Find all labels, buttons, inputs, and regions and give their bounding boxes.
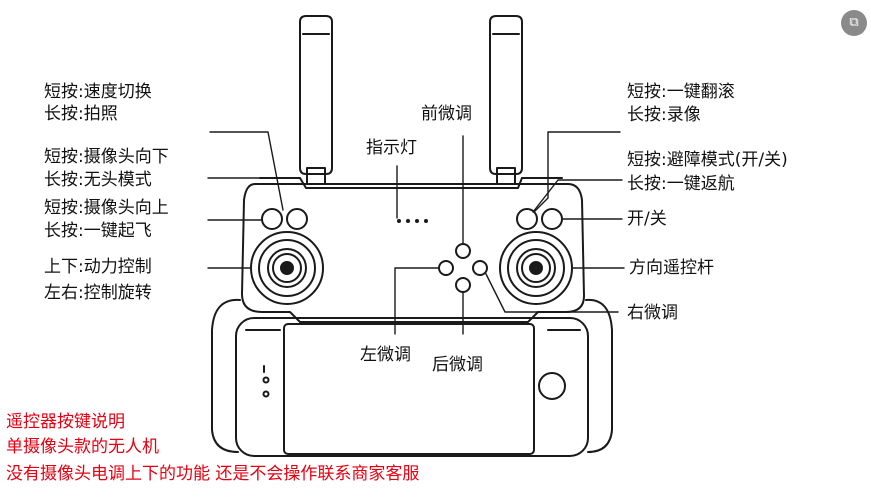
left-grip [211, 298, 241, 453]
label-left-low-long: 长按:一键起飞 [44, 221, 152, 241]
label-left-trim: 左微调 [360, 345, 411, 365]
right-stick [499, 231, 573, 305]
right-trim-button [472, 260, 488, 276]
note-line-3: 没有摄像头电调上下的功能 还是不会操作联系商家客服 [6, 464, 420, 484]
label-right-trim: 右微调 [627, 303, 678, 323]
label-left-stick-2: 左右:控制旋转 [44, 283, 152, 303]
label-right-top-long: 长按:录像 [627, 105, 701, 125]
label-indicator: 指示灯 [366, 138, 417, 158]
home-button [538, 372, 566, 400]
label-right-mid-short: 短按:避障模式(开/关) [627, 150, 788, 170]
label-back-trim: 后微调 [432, 355, 483, 375]
left-button-outer [261, 208, 283, 230]
left-stick [250, 231, 324, 305]
controller-body [241, 183, 585, 323]
label-left-top-short: 短按:速度切换 [44, 82, 152, 102]
label-left-low-short: 短按:摄像头向上 [44, 198, 169, 218]
label-left-mid-short: 短按:摄像头向下 [44, 147, 169, 167]
label-right-mid-long: 长按:一键返航 [627, 174, 735, 194]
left-trim-button [438, 260, 454, 276]
note-line-2: 单摄像头款的无人机 [6, 437, 159, 457]
indicator-dots [397, 219, 428, 223]
front-trim-button [455, 243, 471, 259]
label-direction-stick: 方向遥控杆 [629, 258, 714, 278]
power-button [541, 208, 563, 230]
right-button-inner [516, 208, 538, 230]
label-front-trim: 前微调 [421, 104, 472, 124]
left-button-inner [286, 208, 308, 230]
phone-screen [283, 323, 535, 455]
label-power: 开/关 [627, 209, 667, 229]
right-grip [585, 298, 613, 453]
phone-holder [235, 317, 589, 457]
leader-lines [207, 131, 625, 335]
back-trim-button [455, 277, 471, 293]
screenshot-search-icon[interactable]: ⧉ [841, 10, 867, 36]
label-left-mid-long: 长按:无头模式 [44, 170, 152, 190]
label-left-stick-1: 上下:动力控制 [44, 257, 152, 277]
label-left-top-long: 长按:拍照 [44, 104, 118, 124]
note-line-1: 遥控器按键说明 [6, 412, 125, 432]
left-antenna [299, 15, 333, 185]
label-right-top-short: 短按:一键翻滚 [627, 82, 735, 102]
right-antenna [489, 15, 523, 185]
